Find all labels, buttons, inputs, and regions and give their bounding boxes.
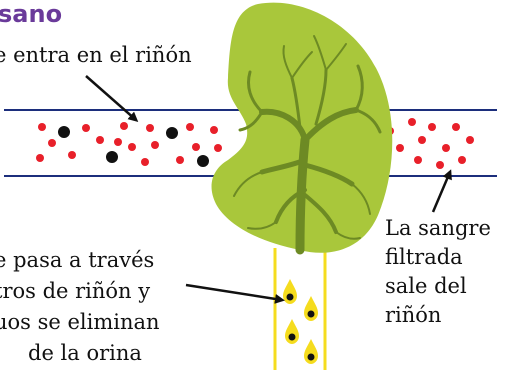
arrow-icon (186, 285, 282, 300)
waste-drop (283, 279, 297, 304)
red-blood-cell (408, 118, 416, 126)
red-blood-cell (192, 143, 200, 151)
kidney (212, 3, 393, 253)
red-blood-cell (436, 161, 444, 169)
filtering-line: e pasa a través (0, 248, 154, 272)
unfiltered-blood-particles (36, 122, 222, 167)
blood-in-label: e entra en el riñón (0, 43, 192, 67)
arrow-icon (433, 172, 450, 212)
red-blood-cell (458, 156, 466, 164)
waste-particle (106, 151, 118, 163)
red-blood-cell (114, 138, 122, 146)
red-blood-cell (396, 144, 404, 152)
filtering-line: tros de riñón y (0, 279, 150, 303)
red-blood-cell (68, 151, 76, 159)
waste-drop (285, 319, 299, 344)
filtered-blood-particles (382, 118, 474, 169)
filtering-line: de la orina (28, 341, 142, 365)
waste-particle (166, 127, 178, 139)
waste-drop (304, 296, 318, 321)
red-blood-cell (210, 126, 218, 134)
arrow-icon (86, 76, 136, 120)
red-blood-cell (151, 141, 159, 149)
red-blood-cell (414, 156, 422, 164)
blood-out-line: filtrada (385, 245, 463, 269)
blood-out-line: riñón (385, 303, 441, 327)
red-blood-cell (82, 124, 90, 132)
red-blood-cell (452, 123, 460, 131)
red-blood-cell (466, 136, 474, 144)
red-blood-cell (418, 136, 426, 144)
red-blood-cell (186, 123, 194, 131)
red-blood-cell (146, 124, 154, 132)
page-title: sano (0, 0, 62, 28)
filtering-label: e pasa a través tros de riñón y uos se e… (0, 248, 160, 365)
red-blood-cell (128, 143, 136, 151)
blood-out-line: La sangre (385, 216, 491, 240)
red-blood-cell (428, 123, 436, 131)
red-blood-cell (214, 144, 222, 152)
red-blood-cell (48, 139, 56, 147)
red-blood-cell (442, 144, 450, 152)
blood-out-label: La sangre filtrada sale del riñón (385, 216, 491, 327)
red-blood-cell (38, 123, 46, 131)
red-blood-cell (96, 136, 104, 144)
red-blood-cell (176, 156, 184, 164)
filtering-line: uos se eliminan (0, 310, 160, 334)
ureter (275, 248, 325, 370)
red-blood-cell (36, 154, 44, 162)
red-blood-cell (141, 158, 149, 166)
blood-out-line: sale del (385, 274, 467, 298)
red-blood-cell (120, 122, 128, 130)
waste-drop (304, 339, 318, 364)
waste-particle (197, 155, 209, 167)
waste-particle (58, 126, 70, 138)
urine-waste-drops (283, 279, 318, 364)
